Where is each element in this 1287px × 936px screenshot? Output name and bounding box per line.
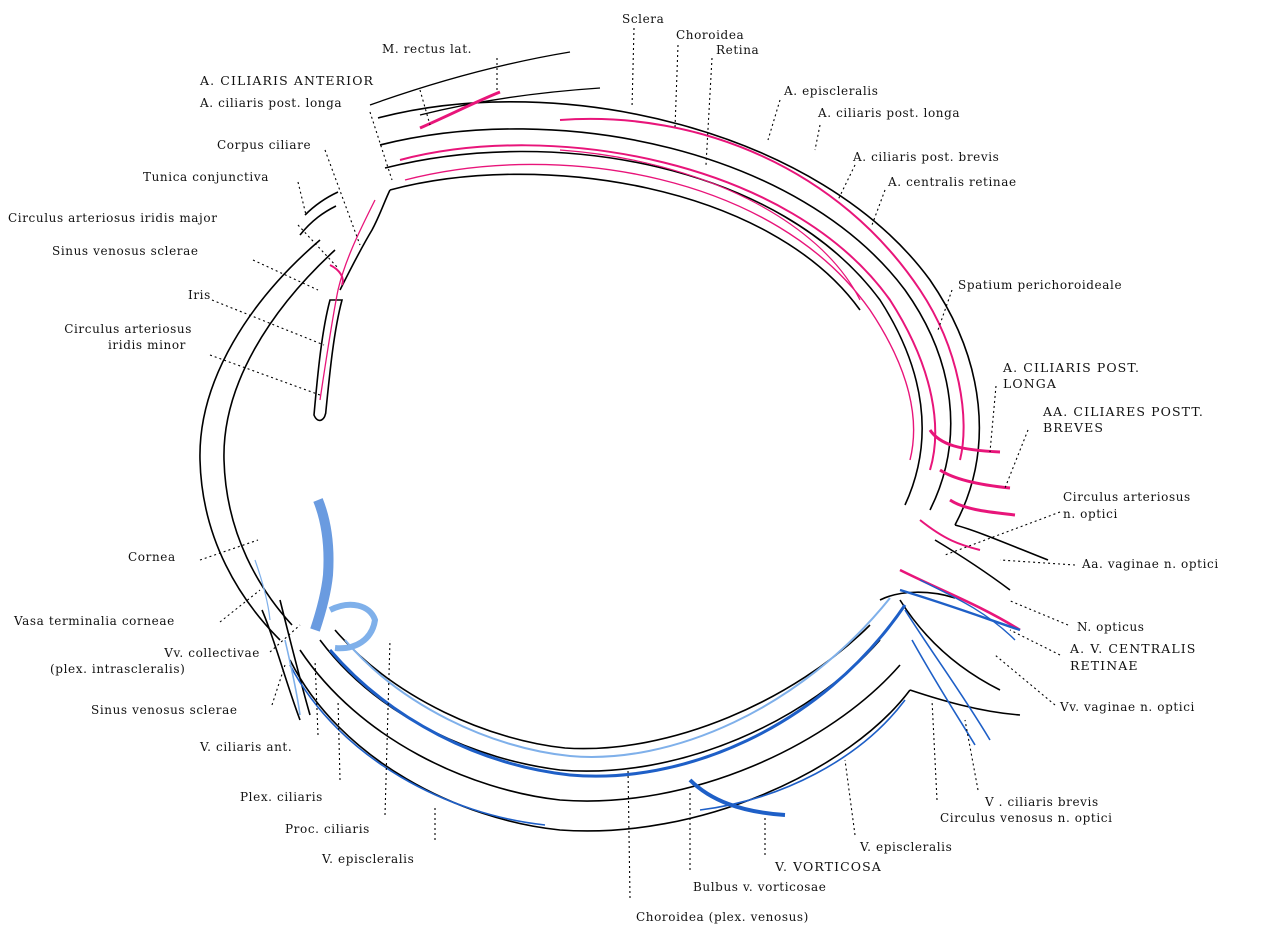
label-choroidea: Choroidea	[676, 28, 744, 42]
label-circulus-iridis-minor-2: iridis minor	[36, 338, 186, 352]
label-v-episcleralis-right: V. episcleralis	[860, 840, 952, 854]
sclera-outer-lower	[290, 660, 910, 831]
label-a-ciliaris-post-brevis: A. ciliaris post. brevis	[853, 150, 999, 164]
optic-sheath-upper	[955, 525, 1048, 560]
sclera-outer-line	[378, 102, 979, 525]
label-a-ciliaris-post-longa-caps-2: LONGA	[1003, 377, 1057, 391]
ciliary-arteries-down	[320, 200, 375, 400]
a-ciliaris-post-brevis-arc	[405, 164, 914, 460]
label-iris: Iris	[188, 288, 211, 302]
plex-venosus-arc	[330, 605, 905, 776]
label-circulus-n-optici-2: n. optici	[1063, 507, 1118, 521]
label-aa-vaginae-n-optici: Aa. vaginae n. optici	[1082, 557, 1219, 571]
v-episcleralis-lower	[290, 665, 545, 825]
a-centralis-retinae-arc	[560, 150, 860, 300]
label-aa-ciliares-postt-breves-1: AA. CILIARES POSTT.	[1043, 405, 1204, 419]
arteries	[320, 92, 1020, 630]
vein-optic-2	[905, 610, 990, 740]
cornea-inner	[224, 250, 335, 625]
label-vv-vaginae-n-optici: Vv. vaginae n. optici	[1060, 700, 1195, 714]
cornea-outer	[200, 240, 320, 640]
globe-outlines	[200, 52, 1048, 831]
posterior-branch-3	[950, 500, 1015, 515]
vein-optic-3	[912, 640, 975, 745]
label-circulus-iridis-major: Circulus arteriosus iridis major	[8, 211, 218, 225]
optic-sheath-lower	[910, 690, 1020, 715]
a-ciliaris-anterior	[420, 92, 500, 128]
label-sinus-venosus-sclerae-top: Sinus venosus sclerae	[52, 244, 199, 258]
label-proc-ciliaris: Proc. ciliaris	[285, 822, 370, 836]
label-v-ciliaris-ant: V. ciliaris ant.	[200, 740, 292, 754]
label-circulus-iridis-minor-1: Circulus arteriosus	[36, 322, 192, 336]
label-a-ciliaris-post-longa-right: A. ciliaris post. longa	[818, 106, 960, 120]
posterior-branch-1	[930, 430, 1000, 452]
label-bulbus-v-vorticosae: Bulbus v. vorticosae	[693, 880, 827, 894]
label-sclera: Sclera	[622, 12, 664, 26]
label-tunica-conjunctiva: Tunica conjunctiva	[143, 170, 269, 184]
choroid-lower	[300, 650, 900, 801]
a-episcleralis-arc	[560, 119, 964, 460]
ciliary-plexus	[315, 500, 329, 630]
label-vasa-terminalia-corneae: Vasa terminalia corneae	[14, 614, 175, 628]
ciliary-body-lower	[330, 605, 375, 648]
label-v-ciliaris-brevis: V . ciliaris brevis	[985, 795, 1099, 809]
label-vv-collectivae-2: (plex. intrascleralis)	[50, 662, 185, 676]
label-circulus-venosus-n-optici: Circulus venosus n. optici	[940, 811, 1113, 825]
ciliary-top	[340, 190, 390, 290]
iris-outline	[314, 300, 342, 420]
label-circulus-n-optici-1: Circulus arteriosus	[1063, 490, 1191, 504]
label-corpus-ciliare: Corpus ciliare	[217, 138, 311, 152]
label-cornea: Cornea	[128, 550, 176, 564]
vein-optic-4	[920, 580, 1015, 640]
label-vv-collectivae-1: Vv. collectivae	[40, 646, 260, 660]
iris-circle	[330, 265, 343, 285]
label-a-v-centralis-retinae-1: A. V. CENTRALIS	[1070, 642, 1196, 656]
plex-venosus-arc-2	[345, 598, 890, 757]
conjunctiva-top	[300, 192, 338, 235]
label-a-ciliaris-anterior: A. CILIARIS ANTERIOR	[200, 74, 374, 88]
label-a-ciliaris-post-longa-caps-1: A. CILIARIS POST.	[1003, 361, 1140, 375]
a-ciliaris-post-longa-arc	[400, 145, 935, 470]
label-plex-ciliaris: Plex. ciliaris	[240, 790, 323, 804]
label-a-v-centralis-retinae-2: RETINAE	[1070, 659, 1139, 673]
retina-lower	[320, 640, 880, 771]
label-spatium-perichoroideale: Spatium perichoroideale	[958, 278, 1122, 292]
label-n-opticus: N. opticus	[1077, 620, 1145, 634]
label-m-rectus-lat: M. rectus lat.	[382, 42, 472, 56]
retina-lower-2	[335, 625, 870, 749]
label-v-episcleralis-bottom: V. episcleralis	[322, 852, 414, 866]
label-a-episcleralis: A. episcleralis	[784, 84, 878, 98]
choroid-line-upper	[380, 129, 951, 510]
label-a-ciliaris-post-longa-top: A. ciliaris post. longa	[200, 96, 342, 110]
rectus-line-1	[370, 52, 570, 105]
label-retina: Retina	[716, 43, 759, 57]
label-choroidea-plex-venosus: Choroidea (plex. venosus)	[636, 910, 809, 924]
label-a-centralis-retinae: A. centralis retinae	[888, 175, 1017, 189]
veins	[255, 500, 1020, 825]
label-aa-ciliares-postt-breves-2: BREVES	[1043, 421, 1104, 435]
label-sinus-venosus-sclerae-bottom: Sinus venosus sclerae	[91, 703, 238, 717]
label-v-vorticosa: V. VORTICOSA	[775, 860, 882, 874]
